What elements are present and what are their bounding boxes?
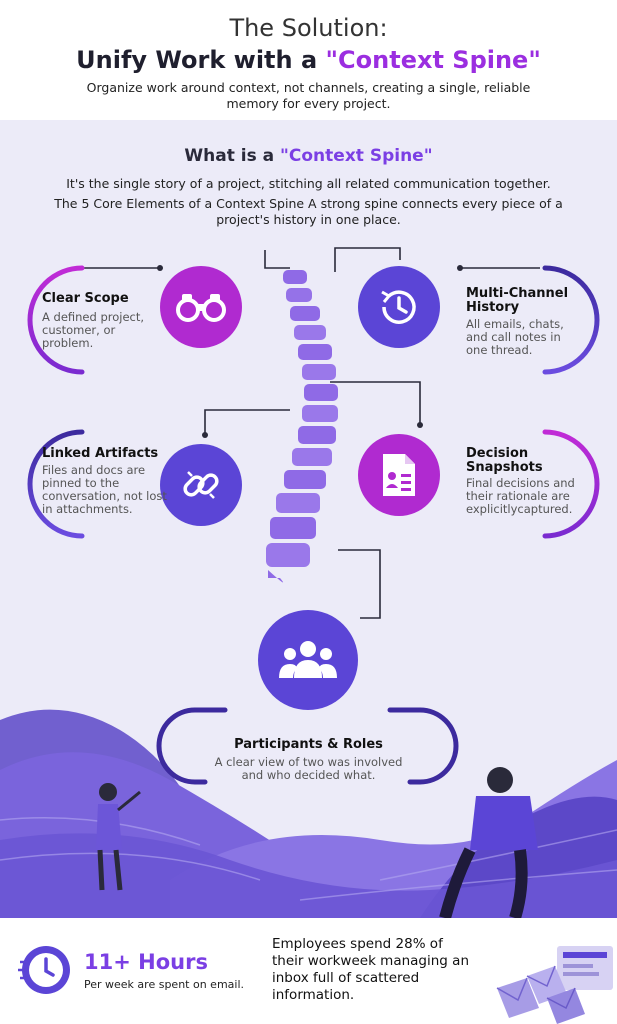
clear-scope-title: Clear Scope <box>42 291 129 306</box>
hours-subtext: Per week are spent on email. <box>84 978 245 991</box>
section-title: What is a "Context Spine" <box>0 146 617 166</box>
section-title-prefix: What is a <box>184 146 281 166</box>
linked-artifacts-title: Linked Artifacts <box>42 446 159 461</box>
multi-channel-text: All emails, chats, and call notes in one… <box>466 317 564 357</box>
spine-illustration <box>266 270 338 583</box>
person-illustration-right <box>439 767 538 918</box>
section-desc-1: It's the single story of a project, stit… <box>66 176 551 191</box>
hours-stat: 11+ Hours <box>84 950 208 974</box>
decision-snapshots-title: Decision Snapshots <box>466 446 543 475</box>
participants-text: A clear view of two was involved and who… <box>214 755 403 782</box>
decor-layer <box>0 247 617 918</box>
header-title: Unify Work with a "Context Spine" <box>0 46 617 74</box>
pill-right-arc <box>407 707 459 785</box>
connector-dots <box>157 265 463 438</box>
linked-artifacts-text: Files and docs are pinned to the convers… <box>42 463 167 516</box>
clear-scope-badge <box>160 266 242 348</box>
person-illustration-left <box>96 783 141 891</box>
link-icon <box>183 471 219 499</box>
clear-scope-text: A defined project, customer, or problem. <box>42 310 145 350</box>
multi-channel-title: Multi-Channel History <box>466 286 569 315</box>
arc-decision <box>542 429 600 539</box>
arc-clear-scope <box>27 265 85 375</box>
footer-stats: 11+ Hours Per week are spent on email. E… <box>0 918 617 1024</box>
multi-channel-badge <box>358 266 440 348</box>
group-icon <box>279 641 337 678</box>
participants-title: Participants & Roles <box>234 737 383 752</box>
header-title-prefix: Unify Work with a <box>76 46 326 74</box>
pill-left-arc <box>156 707 208 785</box>
decision-snapshots-text: Final decisions and their rationale are … <box>466 476 575 516</box>
participants-badge <box>258 610 358 710</box>
section-desc-2: The 5 Core Elements of a Context Spine A… <box>54 196 563 227</box>
section-title-accent: "Context Spine" <box>280 146 433 166</box>
arc-linked-artifacts <box>27 429 85 539</box>
arc-multi-channel <box>542 265 600 375</box>
main-section: What is a "Context Spine" It's the singl… <box>0 120 617 918</box>
header-subtitle: Organize work around context, not channe… <box>86 80 531 111</box>
header-title-accent: "Context Spine" <box>325 46 541 74</box>
clock-icon <box>18 946 70 994</box>
document-icon <box>383 454 415 496</box>
linked-artifacts-badge <box>160 444 242 526</box>
connector-lines <box>78 247 540 619</box>
header: The Solution: Unify Work with a "Context… <box>0 0 617 120</box>
binoculars-icon <box>176 294 226 322</box>
history-clock-icon <box>381 290 416 324</box>
header-kicker: The Solution: <box>229 14 388 42</box>
decision-snapshots-badge <box>358 434 440 516</box>
envelopes-illustration <box>496 946 613 1024</box>
inbox-stat-text: Employees spend 28% of their workweek ma… <box>272 936 469 1003</box>
